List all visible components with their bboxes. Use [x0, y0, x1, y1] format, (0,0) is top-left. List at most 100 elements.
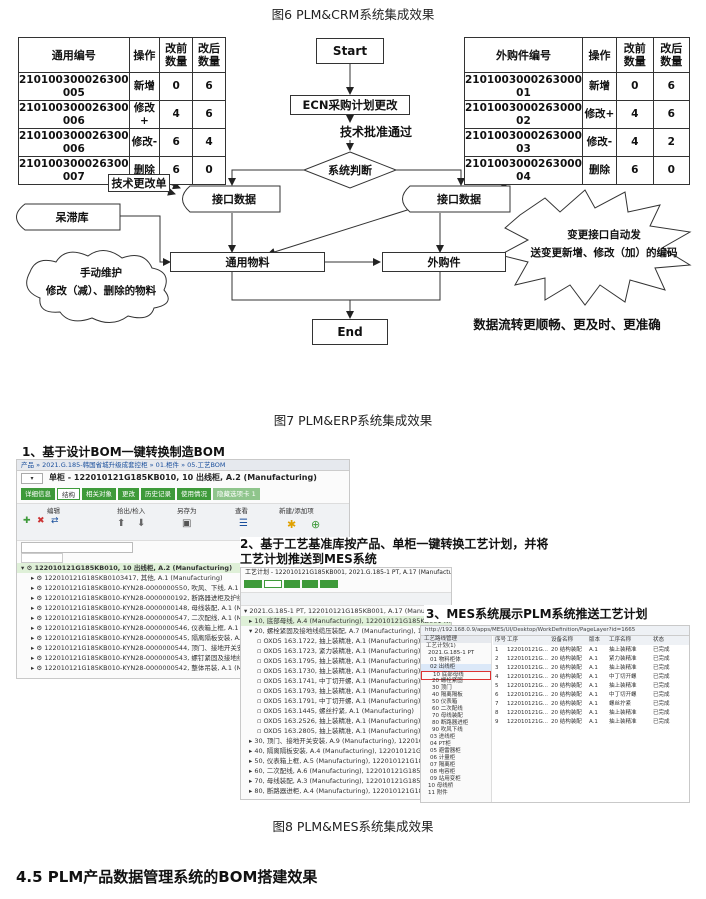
tree-row[interactable]: ▸ ⚙ 122010121G185KB010-KYN28-0000000192,… [31, 594, 310, 602]
replace-icon[interactable]: ⇄ [51, 516, 59, 526]
tab-hidden[interactable]: 隐藏选项卡 1 [213, 488, 260, 500]
tab-usage[interactable]: 使用情况 [177, 488, 211, 500]
tree-row[interactable]: ▸ ⚙ 122010121G185KB010-KYN28-0000000543,… [31, 654, 303, 662]
mes-tree-item[interactable]: 06 计量柜 [430, 755, 456, 761]
s2-tab[interactable] [320, 580, 338, 588]
delete-icon[interactable]: ✖ [37, 516, 45, 526]
mes-tree-item[interactable]: 11 附件 [428, 790, 448, 796]
tree-row[interactable]: ▸ ⚙ 122010121G185KB010-KYN28-0000000547,… [31, 614, 287, 622]
tree-row[interactable]: ▸ ⚙ 122010121G185KB0103417, 其他, A.1 (Man… [31, 574, 223, 582]
mes-tree-item[interactable]: 20 螺栓紧固 [432, 678, 463, 684]
operations-menu-button[interactable]: ▾ [21, 473, 43, 484]
s1-filter-select[interactable] [21, 553, 63, 563]
mes-tree-item[interactable]: 50 仪表箱 [432, 699, 458, 705]
process-row[interactable]: ▫ OXD5 163.1795, 抽上装精准, A.1 (Manufacturi… [257, 657, 421, 665]
view-icon[interactable]: ☰ [239, 518, 248, 529]
mes-tree-item[interactable]: 60 二次配线 [432, 706, 463, 712]
mes-tree-item[interactable]: 10 母线桥 [428, 783, 454, 789]
process-row[interactable]: ▸ 50, 仪表箱上框, A.5 (Manufacturing), 122010… [249, 757, 451, 765]
tab-history[interactable]: 历史记录 [141, 488, 175, 500]
mes-tree-item[interactable]: 03 进线柜 [430, 734, 456, 740]
mes-tree-item[interactable]: 09 站用变柜 [430, 776, 461, 782]
s1-breadcrumb: 产品 » 2021.G.185-韩国省城升级成套控柜 » 01.柜件 » 05.… [21, 461, 226, 469]
mes-tree-item[interactable]: 40 隔离隔板 [432, 692, 463, 698]
tree-root-row[interactable]: ▾ ⚙ 122010121G185KB010, 10 出线柜, A.2 (Man… [17, 563, 349, 573]
mes-tree-item[interactable]: 2021.G.185-1 PT [428, 650, 475, 656]
flow-end: End [312, 319, 388, 345]
mes-tree-item[interactable]: 90 吹风下线 [432, 727, 463, 733]
new-icon[interactable]: ✱ [287, 518, 297, 531]
tree-row[interactable]: ▸ ⚙ 122010121G185KB010-KYN28-0000000148,… [31, 604, 287, 612]
process-row[interactable]: ▫ OXD5 163.2526, 抽上装精准, A.1 (Manufacturi… [257, 717, 421, 725]
checkin-icon[interactable]: ⬇ [137, 518, 146, 529]
mes-tree-item[interactable]: 05 避雷器柜 [430, 748, 461, 754]
process-row[interactable]: ▸ 60, 二次配线, A.6 (Manufacturing), 1220101… [249, 767, 451, 775]
mes-tree-item[interactable]: 70 母线装配 [432, 713, 463, 719]
right-table-header: 改前 数量 [616, 37, 654, 73]
process-row[interactable]: ▫ OXD5 163.1791, 中丁切开螺, A.1 (Manufacturi… [257, 697, 421, 705]
mes-tree-item[interactable]: 10 底部母线 [421, 671, 491, 680]
mes-tree-item[interactable]: 04 PT柜 [430, 741, 451, 747]
tab-changes[interactable]: 更改 [118, 488, 139, 500]
tree-row[interactable]: ▸ ⚙ 122010121G185KB010-KYN28-0000000550,… [31, 584, 293, 592]
save-icon[interactable]: ▣ [182, 518, 192, 529]
mes-tree-item[interactable]: 工艺路线管理 [421, 636, 491, 643]
ribbon-group-new: 新建/添加项 [279, 507, 314, 515]
process-row[interactable]: ▫ OXD5 163.1741, 中丁切开螺, A.1 (Manufacturi… [257, 677, 421, 685]
flow-interface-left: 接口数据 [212, 193, 256, 206]
tree-row[interactable]: ▸ ⚙ 122010121G185KB010-KYN28-0000000546,… [31, 624, 293, 632]
s1-ribbon: 编辑 拾出/检入 另存为 查看 新建/添加项 ✚ ✖ ⇄ ⬆ ⬇ ▣ ☰ ✱ ⊕ [17, 503, 349, 541]
process-row[interactable]: ▫ OXD5 163.1793, 抽上装精准, A.1 (Manufacturi… [257, 687, 421, 695]
s3-url[interactable]: http://192.168.0.9/apps/MES/UI/Desktop/W… [425, 627, 636, 633]
s2-tab[interactable] [302, 580, 318, 588]
process-row[interactable]: ▸ 70, 母线装配, A.3 (Manufacturing), 1220101… [249, 777, 451, 785]
s1-search-input[interactable] [21, 542, 133, 553]
process-row[interactable]: ▸ 80, 断路器进柜, A.4 (Manufacturing), 122010… [249, 787, 451, 795]
mes-tree-item[interactable]: 30 顶门 [432, 685, 452, 691]
s2-tab[interactable] [284, 580, 300, 588]
process-row[interactable]: ▾ 2021.G.185-1 PT, 122010121G185KB001, A… [244, 607, 452, 615]
tree-row[interactable]: ▸ ⚙ 122010121G185KB010-KYN28-0000000545,… [31, 634, 300, 642]
table-cell: 0 [192, 156, 226, 185]
mes-tree-item[interactable]: 工艺计划(1) [426, 643, 456, 649]
process-row[interactable]: ▸ 10, 底部母线, A.4 (Manufacturing), 1220101… [241, 616, 451, 626]
mes-tree-item[interactable]: 01 物料柜体 [430, 657, 461, 663]
process-row[interactable]: ▫ OXD5 163.2805, 抽上装精准, A.1 (Manufacturi… [257, 727, 421, 735]
table-cell: 0 [652, 156, 690, 185]
process-row[interactable]: ▸ 30, 顶门、接地开关安装, A.9 (Manufacturing), 12… [249, 737, 451, 745]
s2-tab[interactable] [244, 580, 262, 588]
tree-row[interactable]: ▸ ⚙ 122010121G185KB010-KYN28-0000000542,… [31, 664, 287, 672]
process-row[interactable]: ▫ OXD5 163.1730, 抽上装精准, A.1 (Manufacturi… [257, 667, 421, 675]
table-cell: 2101003000263000 04 [464, 156, 583, 185]
tab-details[interactable]: 详细信息 [21, 488, 55, 500]
stagnant-shape [16, 203, 121, 231]
mes-tree-item[interactable]: 08 电容柜 [430, 769, 456, 775]
process-row[interactable]: ▫ OXD5 163.1722, 抽上装精准, A.1 (Manufacturi… [257, 637, 421, 645]
checkout-icon[interactable]: ⬆ [117, 518, 126, 529]
table-cell: 210100300026300 005 [18, 72, 130, 101]
mes-tree-item[interactable]: 02 出线柜 [421, 664, 491, 671]
tab-structure[interactable]: 结构 [57, 488, 80, 500]
s2-tab[interactable] [264, 580, 282, 588]
process-row[interactable]: ▫ OXD5 163.1445, 螺丝拧紧, A.1 (Manufacturin… [257, 707, 414, 715]
tree-row[interactable]: ▸ ⚙ 122010121G185KB010-KYN28-0000000544,… [31, 644, 307, 652]
process-row[interactable]: ▸ 40, 隔离隔板安装, A.4 (Manufacturing), 12201… [249, 747, 451, 755]
table-cell: 修改+ [128, 100, 161, 129]
flow-ecn-change: ECN采购计划更改 [290, 95, 410, 115]
process-row[interactable]: ▫ OXD5 163.1723, 紧力装精准, A.1 (Manufacturi… [257, 647, 421, 655]
add-icon[interactable]: ⊕ [311, 518, 321, 531]
mes-tree-item[interactable]: 07 隔离柜 [430, 762, 456, 768]
tab-related[interactable]: 相关对象 [82, 488, 116, 500]
insert-icon[interactable]: ✚ [23, 516, 31, 526]
process-row[interactable]: ▾ 20, 螺栓紧固及接地线缆压装配, A.7 (Manufacturing),… [249, 627, 451, 635]
mes-tree-item[interactable]: 80 断路器进柜 [432, 720, 469, 726]
